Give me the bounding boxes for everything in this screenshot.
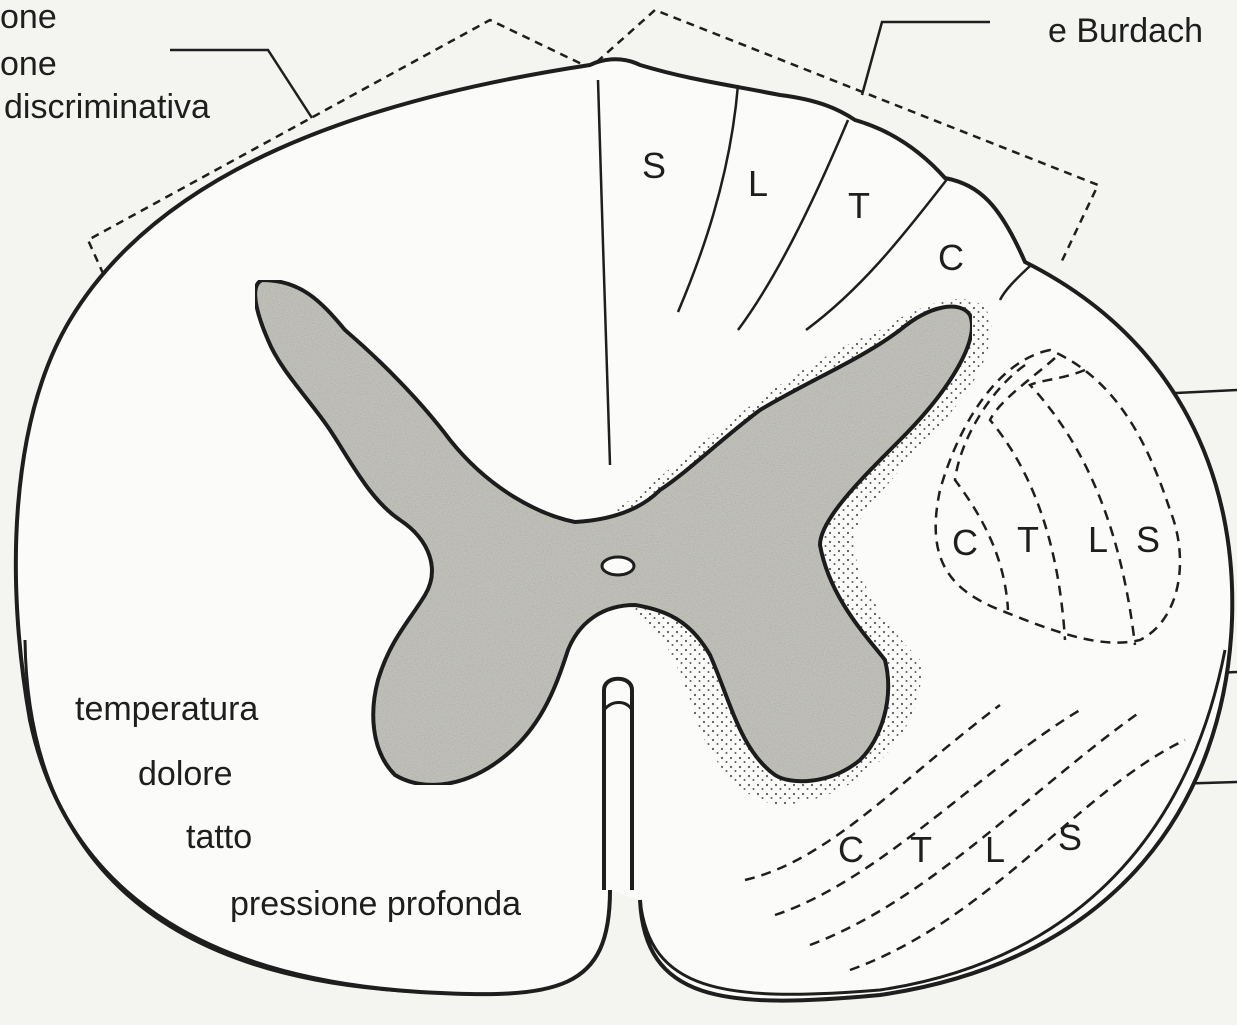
label-top-left-2: one [0,45,57,83]
lateral-segment-l: L [1088,519,1108,560]
lateral-segment-t: T [1017,519,1039,560]
label-dolore: dolore [138,755,233,793]
label-temperatura: temperatura [75,690,258,728]
label-burdach: e Burdach [1048,12,1203,50]
ventral-segment-s: S [1058,817,1082,858]
leader-line-top-right [862,22,990,95]
label-tatto: tatto [186,818,252,856]
lateral-segment-c: C [952,522,978,563]
dorsal-segment-c: C [938,237,964,278]
ventral-segment-c: C [838,829,864,870]
lateral-segment-s: S [1136,519,1160,560]
label-top-left-1: one [0,0,57,36]
central-canal [602,557,634,575]
dorsal-segment-s: S [642,145,666,186]
dorsal-segment-t: T [848,185,870,226]
label-top-left-3: discriminativa [4,88,210,126]
ventral-segment-t: T [910,829,932,870]
label-pressione-profonda: pressione profonda [230,885,521,923]
dorsal-segment-l: L [748,163,768,204]
ventral-segment-l: L [985,829,1005,870]
